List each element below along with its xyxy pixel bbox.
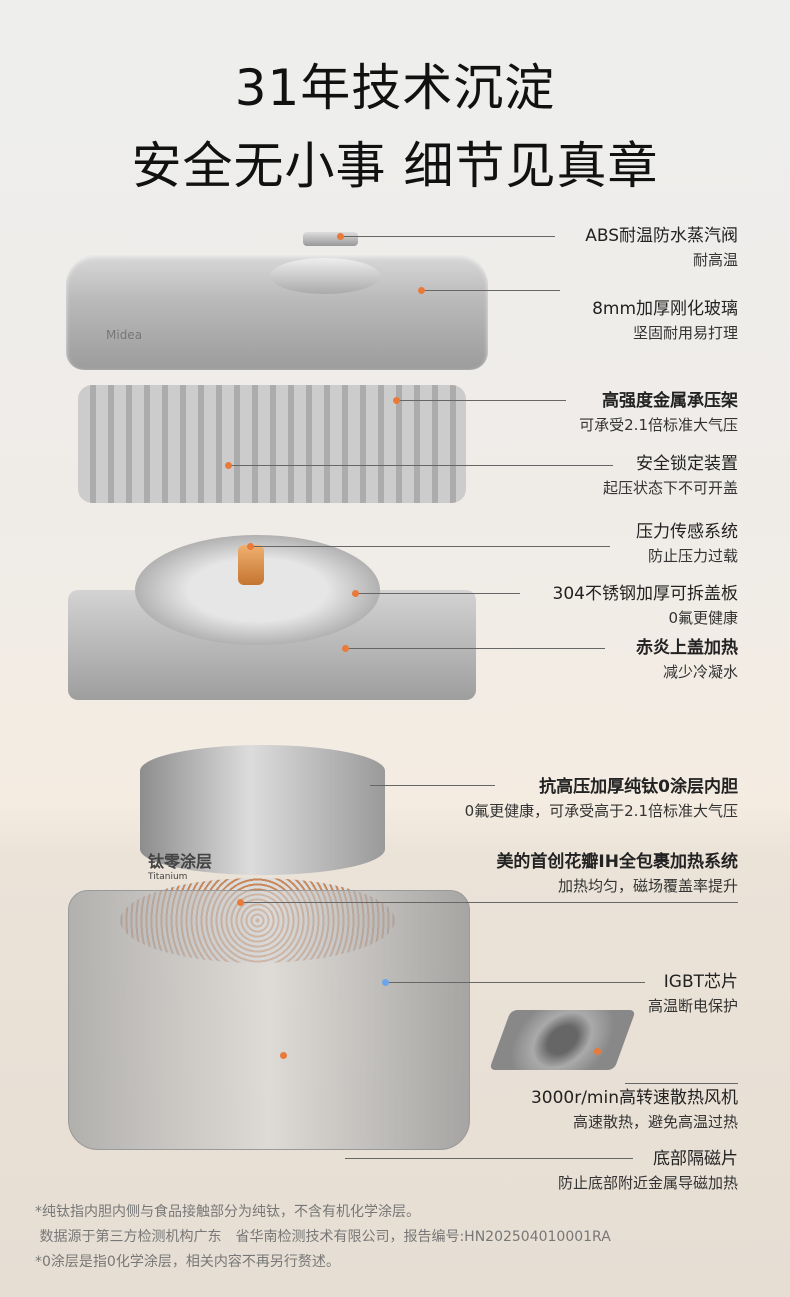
feature-title: 抗高压加厚纯钛0涂层内胆 [539,777,738,797]
marker-dot [382,979,389,986]
marker-dot [280,1052,287,1059]
feature-title: 304不锈钢加厚可拆盖板 [552,584,738,604]
feature-pressure-sensor: 压力传感系统防止压力过载 [636,520,738,568]
feature-pressure-frame: 高强度金属承压架可承受2.1倍标准大气压 [579,389,738,437]
marker-dot [342,645,349,652]
feature-title: 赤炎上盖加热 [636,638,738,658]
feature-fan: 3000r/min高转速散热风机高速散热，避免高温过热 [531,1086,738,1134]
steam-valve [303,232,358,246]
feature-lid-plate: 304不锈钢加厚可拆盖板 0氟更健康 [553,582,738,630]
feature-title: ABS耐温防水蒸汽阀 [585,226,738,246]
footnote: *0涂层是指0化学涂层，相关内容不再另行赘述。 [35,1254,340,1270]
inner-pot [140,745,385,875]
feature-desc: 加热均匀，磁场覆盖率提升 [557,877,738,895]
feature-ih-heating: 美的首创花瓣IH全包裹加热系统加热均匀，磁场覆盖率提升 [496,850,738,898]
footnote: *纯钛指内胆内侧与食品接触部分为纯钛，不含有机化学涂层。 [35,1204,420,1220]
feature-desc: 防止压力过载 [647,547,738,565]
lid-top-ring [270,258,380,294]
feature-desc: 耐高温 [692,251,738,269]
leader-line [385,982,645,983]
pot-badge-cn: 钛零涂层 [148,852,213,871]
marker-dot [393,397,400,404]
feature-title: 安全锁定装置 [636,454,738,474]
feature-safety-lock: 安全锁定装置起压状态下不可开盖 [603,452,738,500]
feature-desc: 高温断电保护 [647,997,738,1015]
leader-line [228,465,613,466]
feature-desc: 可承受2.1倍标准大气压 [579,416,738,434]
feature-igbt: IGBT芯片高温断电保护 [648,970,738,1018]
brand-logo: Midea [106,328,143,342]
marker-dot [352,590,359,597]
pressure-frame [78,385,466,503]
feature-steam-valve: ABS耐温防水蒸汽阀耐高温 [585,224,738,272]
marker-dot [247,543,254,550]
feature-title: 高强度金属承压架 [602,391,738,411]
feature-title: IGBT芯片 [663,972,738,992]
headline-line2: 安全无小事 细节见真章 [131,137,659,195]
headline-line1: 31年技术沉淀 [234,59,556,117]
leader-line [355,593,520,594]
feature-title: 3000r/min高转速散热风机 [530,1088,738,1108]
leader-line [345,1158,633,1159]
feature-magnetic-shield: 底部隔磁片防止底部附近金属导磁加热 [558,1147,738,1195]
marker-dot [594,1048,601,1055]
feature-desc: 起压状态下不可开盖 [602,479,738,497]
leader-line [396,400,566,401]
leader-line [625,1083,738,1084]
feature-top-heating: 赤炎上盖加热减少冷凝水 [636,636,738,684]
feature-title: 8mm加厚刚化玻璃 [592,299,738,319]
pressure-valve [238,545,264,585]
pot-badge-en: Titanium [148,872,188,882]
leader-line [340,236,555,237]
marker-dot [337,233,344,240]
leader-line [240,902,738,903]
feature-desc: 0氟更健康 [668,609,738,627]
base-housing [68,890,470,1150]
marker-dot [237,899,244,906]
feature-title: 压力传感系统 [636,522,738,542]
feature-desc: 高速散热，避免高温过热 [572,1113,738,1131]
cooling-fan [489,1010,636,1070]
feature-title: 底部隔磁片 [653,1149,738,1169]
leader-line [345,648,605,649]
feature-inner-pot: 抗高压加厚纯钛0涂层内胆 0氟更健康，可承受高于2.1倍标准大气压 [465,775,738,823]
leader-line [370,785,495,786]
marker-dot [418,287,425,294]
feature-title: 美的首创花瓣IH全包裹加热系统 [496,852,738,872]
feature-desc: 减少冷凝水 [662,663,738,681]
feature-glass: 8mm加厚刚化玻璃坚固耐用易打理 [592,297,738,345]
leader-line [250,546,610,547]
leader-line [422,290,560,291]
feature-desc: 防止底部附近金属导磁加热 [557,1174,738,1192]
feature-desc: 0氟更健康，可承受高于2.1倍标准大气压 [464,802,738,820]
marker-dot [225,462,232,469]
feature-desc: 坚固耐用易打理 [632,324,738,342]
footnote: 数据源于第三方检测机构广东 省华南检测技术有限公司，报告编号:HN2025040… [35,1229,611,1245]
